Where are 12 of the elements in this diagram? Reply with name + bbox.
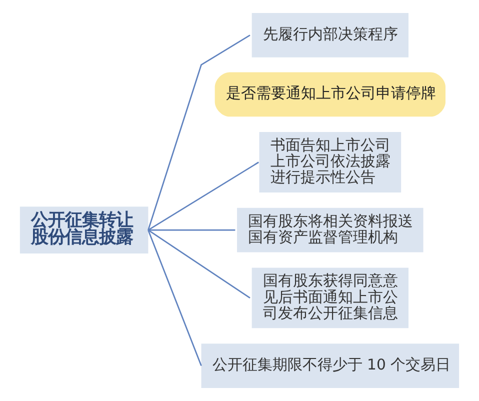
connector — [148, 162, 259, 231]
connector — [148, 34, 250, 230]
node-box: 书面告知上市公司上市公司依法披露进行提示性公告 — [259, 132, 402, 192]
connector — [148, 229, 236, 231]
connector — [148, 230, 250, 299]
node-box: 公开征集期限不得少于 10 个交易日 — [201, 344, 460, 388]
node-box: 国有股东将相关资料报送国有资产监督管理机构 — [237, 208, 424, 252]
node-box: 国有股东获得同意意见后书面通知上市公司发布公开征集信息 — [252, 268, 408, 328]
connector — [148, 230, 202, 366]
node-box: 先履行内部决策程序 — [252, 13, 408, 58]
node-box: 公开征集转让股份信息披露 — [20, 206, 148, 254]
node-box: 是否需要通知上市公司申请停牌 — [214, 72, 446, 117]
